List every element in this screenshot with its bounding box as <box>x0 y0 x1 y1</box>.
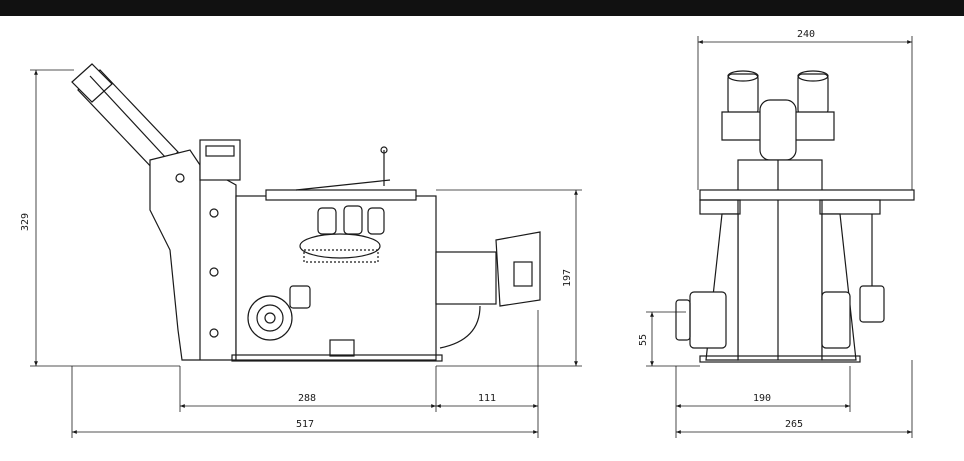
dim-base-span: 288 <box>298 393 316 404</box>
front-eyepieces <box>721 70 835 161</box>
front-dimensions <box>646 36 913 438</box>
eyepiece-tube <box>71 63 179 173</box>
top-black-bar <box>0 0 964 16</box>
light-port <box>199 139 241 181</box>
dim-overall-width: 265 <box>785 419 803 430</box>
dim-height-total: 329 <box>20 213 31 231</box>
focus-knob <box>247 285 311 341</box>
dim-base-width: 190 <box>753 393 771 404</box>
stage-plate <box>265 189 417 201</box>
front-view <box>675 70 915 363</box>
dim-knob-height: 55 <box>638 334 649 346</box>
front-stage <box>699 189 915 201</box>
dim-overall-length: 517 <box>296 419 314 430</box>
side-dimensions <box>30 69 582 438</box>
lamp-housing <box>435 231 541 349</box>
side-view <box>71 63 541 362</box>
dim-overhang: 111 <box>478 393 496 404</box>
objectives <box>299 205 385 263</box>
dim-top-width: 240 <box>797 29 815 40</box>
front-knobs <box>675 214 885 349</box>
main-body <box>149 149 237 361</box>
dim-height-right: 197 <box>562 269 573 287</box>
